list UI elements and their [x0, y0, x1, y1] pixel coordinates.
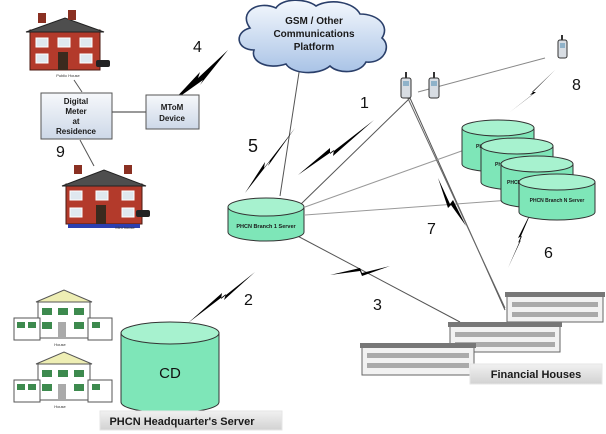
phone-icon	[400, 72, 412, 99]
mtom-device: MToM Device	[145, 94, 200, 130]
link-house1-meter	[73, 79, 83, 93]
lightning-link-3	[330, 266, 390, 276]
link-meter-house2	[79, 139, 95, 167]
financial-building-front	[360, 343, 476, 376]
financial-label-bg	[469, 363, 603, 385]
branch-server-n: PHCN Branch N Server	[518, 173, 596, 221]
hq-house-1: House	[13, 289, 113, 347]
link-phone-financial-b	[404, 91, 506, 309]
cd-server: CD	[120, 321, 220, 414]
mtom-label-line1: MToM	[161, 103, 184, 112]
wireless-links	[172, 50, 555, 323]
number-7: 7	[427, 221, 436, 238]
link-cloud-branch1	[279, 65, 301, 197]
connection-lines	[73, 57, 546, 323]
financial-building-back	[505, 292, 605, 323]
link-numbers: 1 2 3 4 5 6 7 8 9	[56, 39, 581, 314]
lightning-link-2	[188, 272, 255, 323]
house-middle-caption: Mini house	[115, 225, 135, 230]
link-branch1-financial	[289, 231, 461, 323]
branch1-label: PHCN Branch 1 Server	[236, 224, 296, 230]
branch-n-label: PHCN Branch N Server	[530, 198, 585, 204]
meter-label-line2: Meter	[65, 107, 86, 116]
number-1: 1	[360, 95, 369, 112]
cloud-label-line1: GSM / Other	[285, 16, 343, 27]
hq-label-bg	[99, 410, 283, 431]
number-5: 5	[248, 136, 258, 156]
lightning-link-1	[298, 120, 374, 175]
hq-house-caption-2: House	[54, 404, 66, 409]
cloud-shape	[238, 0, 388, 74]
meter-label-line4: Residence	[56, 127, 97, 136]
phone-icon	[557, 35, 568, 59]
branch1-server: PHCN Branch 1 Server	[227, 197, 305, 242]
meter-box	[40, 92, 113, 140]
lightning-link-4	[172, 50, 228, 102]
number-4: 4	[193, 39, 202, 56]
digital-meter: Digital Meter at Residence	[40, 92, 113, 140]
hq-label-band: PHCN Headquarter's Server	[99, 410, 283, 431]
number-2: 2	[244, 292, 253, 309]
mtom-box	[145, 94, 200, 130]
lightning-link-8	[510, 70, 555, 112]
financial-houses: Financial Houses	[360, 292, 605, 385]
hq-label: PHCN Headquarter's Server	[109, 416, 255, 428]
meter-label-line1: Digital	[64, 97, 88, 106]
number-3: 3	[373, 297, 382, 314]
mobile-phones	[400, 35, 568, 99]
branch-c-label: PHCN	[507, 180, 522, 186]
branchN-server-stack: PHCN PHCN PHCN PHCN Branch N Server	[461, 119, 596, 221]
hq-house-caption-1: House	[54, 342, 66, 347]
cloud-gsm-platform: GSM / Other Communications Platform	[238, 0, 388, 74]
number-6: 6	[544, 245, 553, 262]
cd-label: CD	[159, 365, 181, 382]
lightning-link-6	[508, 208, 533, 268]
residence-house-top: Public House	[25, 10, 110, 78]
cloud-label-line2: Communications	[273, 29, 355, 40]
meter-label-line3: at	[72, 117, 79, 126]
residence-house-middle: Mini house	[61, 165, 150, 230]
financial-label: Financial Houses	[491, 369, 581, 381]
hq-houses: House House	[13, 289, 113, 409]
link-branch1-branchN-b	[304, 199, 511, 216]
phone-icon	[428, 72, 440, 99]
hq-house-2: House	[13, 351, 113, 409]
link-branch1-branchN-a	[304, 147, 471, 208]
lightning-link-5	[245, 128, 295, 193]
mtom-label-line2: Device	[159, 114, 185, 123]
lightning-link-7	[438, 178, 466, 226]
number-9: 9	[56, 144, 65, 161]
cloud-label-line3: Platform	[294, 42, 335, 53]
link-phone-branch1	[299, 97, 411, 206]
house-top-caption: Public House	[56, 73, 80, 78]
number-8: 8	[572, 77, 581, 94]
